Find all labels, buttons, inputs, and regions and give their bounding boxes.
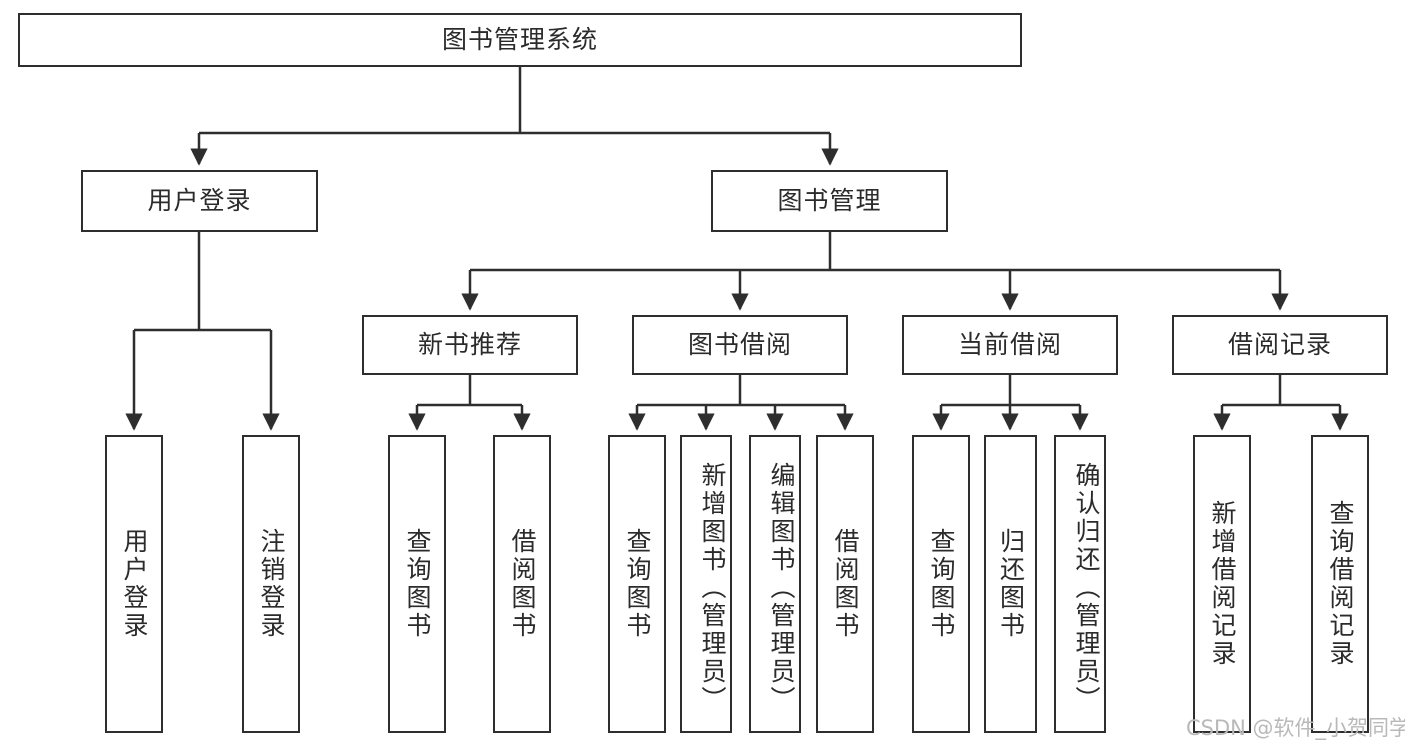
node-label: 查询图书: [927, 528, 956, 640]
node-label: 查询图书: [623, 528, 652, 640]
leaf-new-book-borrow-book[interactable]: 借阅图书: [493, 435, 551, 733]
node-label: 编辑图书（管理员）: [767, 462, 796, 714]
node-label: 用户登录: [147, 186, 252, 216]
leaf-borrow-record-query-record[interactable]: 查询借阅记录: [1311, 435, 1369, 733]
leaf-new-book-query-book[interactable]: 查询图书: [388, 435, 446, 733]
leaf-book-borrow-edit-book-admin[interactable]: 编辑图书（管理员）: [749, 435, 801, 733]
node-current-borrow[interactable]: 当前借阅: [902, 315, 1118, 375]
node-label: 新增借阅记录: [1208, 500, 1237, 668]
node-label: 借阅图书: [508, 528, 537, 640]
node-label: 注销登录: [257, 528, 286, 640]
leaf-user-login-logout[interactable]: 注销登录: [242, 435, 300, 733]
node-label: 借阅图书: [831, 528, 860, 640]
node-label: 图书管理系统: [441, 25, 598, 55]
leaf-current-borrow-query-book[interactable]: 查询图书: [912, 435, 970, 733]
node-label: 图书管理: [777, 186, 882, 216]
node-new-book-recommend[interactable]: 新书推荐: [362, 315, 578, 375]
leaf-current-borrow-confirm-return-admin[interactable]: 确认归还（管理员）: [1054, 435, 1106, 733]
leaf-book-borrow-query-book[interactable]: 查询图书: [608, 435, 666, 733]
leaf-current-borrow-return-book[interactable]: 归还图书: [984, 435, 1037, 733]
node-book-management-system[interactable]: 图书管理系统: [18, 13, 1022, 67]
leaf-user-login-login[interactable]: 用户登录: [105, 435, 163, 733]
node-label: 确认归还（管理员）: [1072, 462, 1101, 714]
node-book-management[interactable]: 图书管理: [711, 170, 948, 232]
leaf-book-borrow-add-book-admin[interactable]: 新增图书（管理员）: [680, 435, 732, 733]
leaf-borrow-record-add-record[interactable]: 新增借阅记录: [1193, 435, 1251, 733]
node-label: 查询借阅记录: [1326, 500, 1355, 668]
node-borrow-record[interactable]: 借阅记录: [1172, 315, 1388, 375]
node-label: 图书借阅: [687, 330, 792, 360]
node-label: 归还图书: [996, 528, 1026, 640]
node-label: 新书推荐: [417, 330, 522, 360]
node-label: 当前借阅: [957, 330, 1062, 360]
node-book-borrow[interactable]: 图书借阅: [632, 315, 848, 375]
node-label: 查询图书: [403, 528, 432, 640]
csdn-watermark: CSDN @软件_小贺同学: [1186, 716, 1405, 740]
node-label: 借阅记录: [1227, 330, 1332, 360]
node-user-login[interactable]: 用户登录: [81, 170, 318, 232]
node-label: 新增图书（管理员）: [698, 462, 727, 714]
node-label: 用户登录: [120, 528, 149, 640]
leaf-book-borrow-borrow-book[interactable]: 借阅图书: [816, 435, 874, 733]
